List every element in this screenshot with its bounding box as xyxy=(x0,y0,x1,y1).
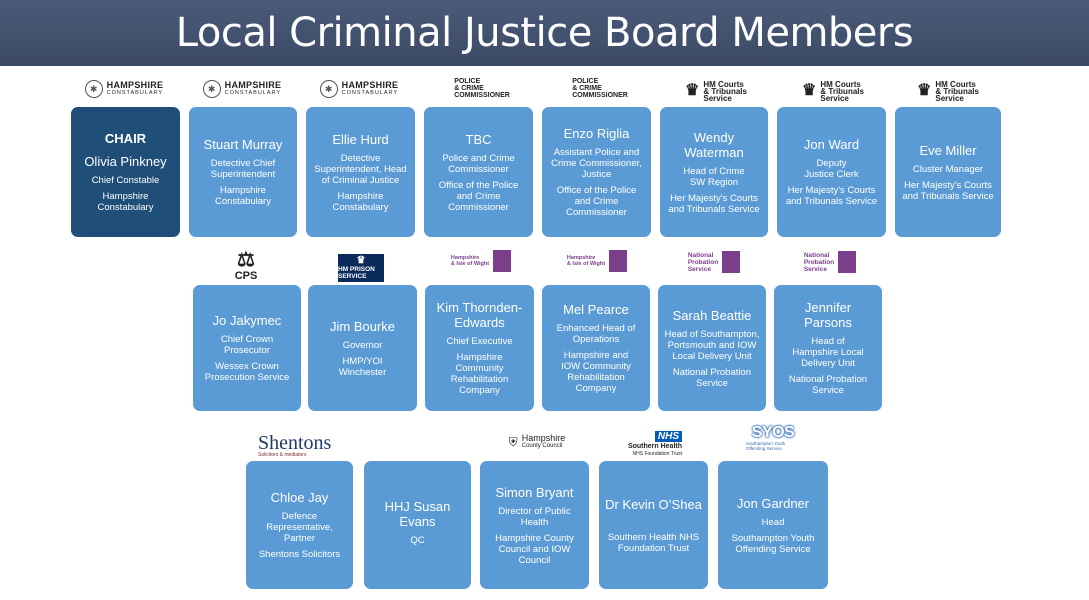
member-card: Simon Bryant Director of Public Health H… xyxy=(480,461,589,589)
member-card-chair: CHAIR Olivia Pinkney Chief Constable Ham… xyxy=(71,107,180,237)
hiow-crc-logo: Hampshire& Isle of Wight xyxy=(440,247,522,275)
crc-mark-icon xyxy=(493,250,512,272)
police-crest-icon: ✱ xyxy=(319,80,338,98)
member-card: Kim Thornden-Edwards Chief Executive Ham… xyxy=(425,285,534,411)
member-card: Chloe Jay Defence Representative, Partne… xyxy=(246,461,353,589)
royal-crest-icon: ♛ xyxy=(802,82,817,99)
hiow-crc-logo: Hampshire& Isle of Wight xyxy=(556,247,638,275)
member-card: TBC Police and Crime Commissioner Office… xyxy=(424,107,533,237)
member-card: Mel Pearce Enhanced Head of Operations H… xyxy=(542,285,650,411)
cps-logo: ⚖ CPS xyxy=(234,248,258,282)
member-card: Jon Ward Deputy Justice Clerk Her Majest… xyxy=(777,107,886,237)
member-card: Ellie Hurd Detective Superintendent, Hea… xyxy=(306,107,415,237)
county-crest-icon: ⛨ xyxy=(508,435,518,449)
scales-of-justice-icon: ⚖ xyxy=(237,248,255,271)
crown-icon: ♛ xyxy=(356,255,366,266)
police-crest-icon: ✱ xyxy=(84,80,103,98)
member-card: Jim Bourke Governor HMP/YOI Winchester xyxy=(308,285,417,411)
member-card: HHJ Susan Evans QC xyxy=(364,461,471,589)
member-card: Dr Kevin O’Shea Southern Health NHS Foun… xyxy=(599,461,708,589)
member-card: Stuart Murray Detective Chief Superinten… xyxy=(189,107,297,237)
syos-logo: SYOS Southampton Youth Offending Service xyxy=(746,424,795,452)
member-card: Jon Gardner Head Southampton Youth Offen… xyxy=(718,461,828,589)
southern-health-nhs-logo: NHS Southern Health NHS Foundation Trust xyxy=(627,431,682,457)
shentons-logo: Shentons Solicitors & mediators xyxy=(258,432,332,458)
member-card: Jennifer Parsons Head of Hampshire Local… xyxy=(774,285,882,411)
royal-crest-icon: ♛ xyxy=(917,82,932,99)
member-card: Jo Jakymec Chief Crown Prosecutor Wessex… xyxy=(193,285,301,411)
member-card: Sarah Beattie Head of Southampton, Ports… xyxy=(658,285,766,411)
member-card: Enzo Riglia Assistant Police and Crime C… xyxy=(542,107,651,237)
police-crest-icon: ✱ xyxy=(202,80,221,98)
nps-mark-icon xyxy=(722,251,741,273)
crc-mark-icon xyxy=(609,250,628,272)
page-title: Local Criminal Justice Board Members xyxy=(175,10,914,56)
hm-prison-service-logo: ♛HM PRISON SERVICE xyxy=(338,254,384,282)
member-card: Wendy Waterman Head of Crime SW Region H… xyxy=(660,107,768,237)
royal-crest-icon: ♛ xyxy=(685,82,700,99)
title-banner: Local Criminal Justice Board Members xyxy=(0,0,1089,66)
nps-mark-icon xyxy=(838,251,857,273)
member-card: Eve Miller Cluster Manager Her Majesty's… xyxy=(895,107,1001,237)
